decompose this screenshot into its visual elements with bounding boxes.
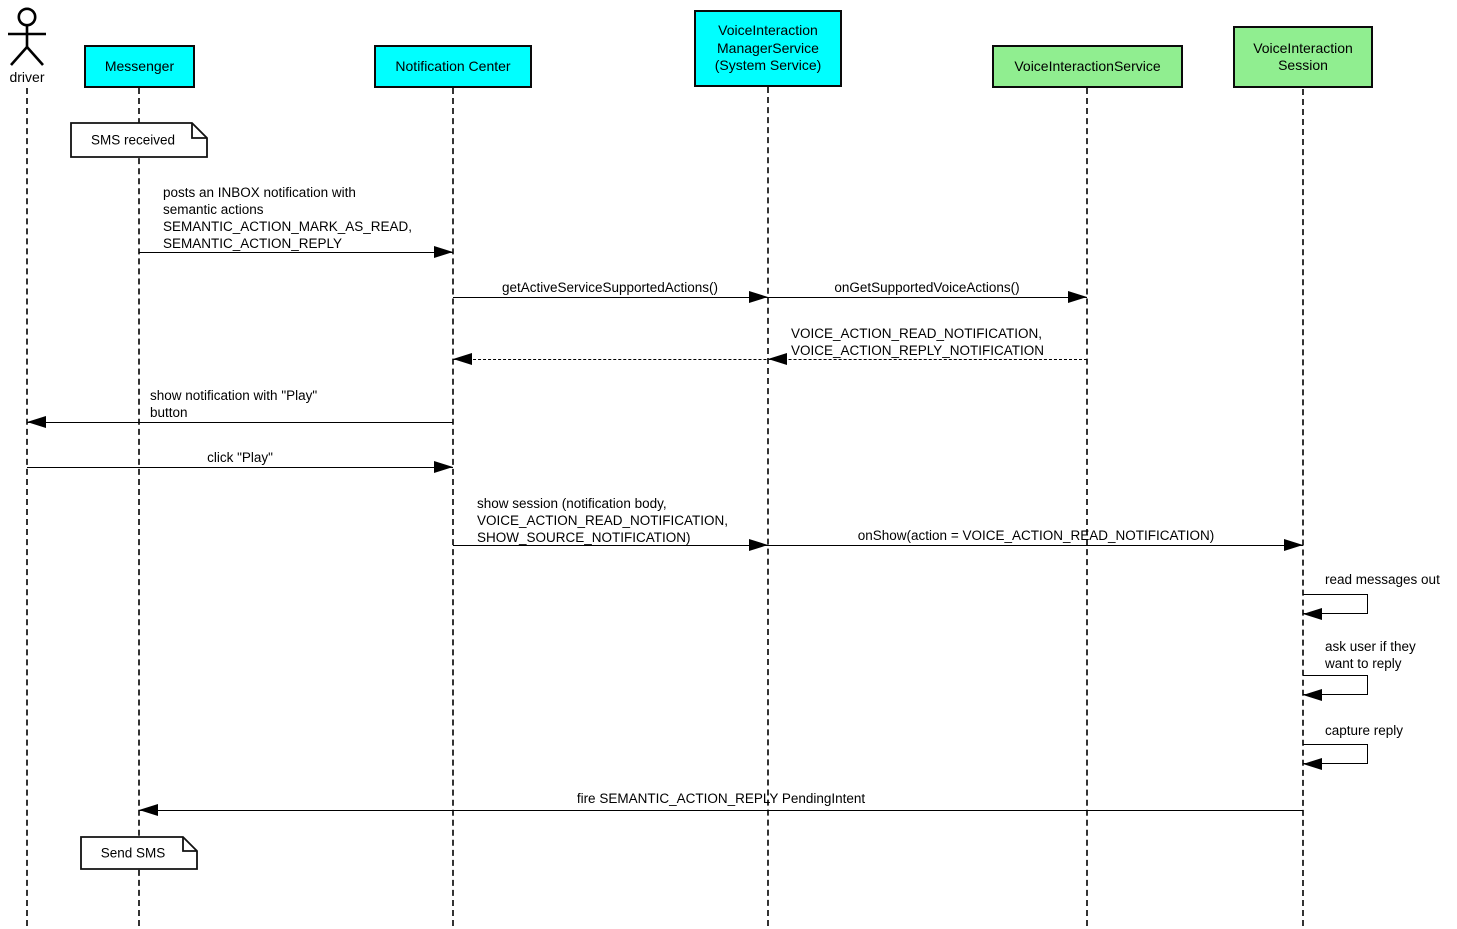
arrowhead-icon [1284, 539, 1303, 551]
message-label-show-session: show session (notification body, VOICE_A… [477, 496, 729, 545]
message-arrow-fire-semantic-action-reply [139, 810, 1303, 811]
arrowhead-icon [453, 353, 472, 365]
message-arrow-show-notification [27, 422, 453, 423]
note-sms-received: SMS received [70, 122, 208, 158]
participant-voice-interaction-session: VoiceInteraction Session [1233, 26, 1373, 88]
arrowhead-icon [434, 246, 453, 258]
message-arrow-on-show [768, 545, 1303, 546]
arrowhead-icon [434, 461, 453, 473]
message-label-capture-reply: capture reply [1325, 723, 1404, 738]
message-label-fire-semantic-action-reply: fire SEMANTIC_ACTION_REPLY PendingIntent [576, 791, 866, 806]
message-label-posts-inbox-notification: posts an INBOX notification with semanti… [163, 185, 413, 251]
lifeline-voice-interaction-service [1086, 88, 1088, 926]
message-arrow-get-active-service-supported-actions [453, 297, 768, 298]
message-label-on-show: onShow(action = VOICE_ACTION_READ_NOTIFI… [857, 528, 1215, 543]
message-label-ask-user-to-reply: ask user if they want to reply [1325, 639, 1416, 671]
participant-notification-center: Notification Center [374, 45, 532, 88]
participant-voice-interaction-service: VoiceInteractionService [992, 45, 1183, 88]
message-arrow-click-play [27, 467, 453, 468]
message-label-voice-actions-return: VOICE_ACTION_READ_NOTIFICATION, VOICE_AC… [791, 326, 1045, 358]
self-message-arrow-capture-reply [1303, 744, 1368, 764]
note-send-sms: Send SMS [80, 836, 198, 870]
note-text: Send SMS [100, 845, 166, 861]
message-arrow-on-get-supported-voice-actions [768, 297, 1087, 298]
actor-label-driver: driver [9, 69, 45, 85]
actor-icon [8, 7, 46, 66]
arrowhead-icon [749, 539, 768, 551]
lifeline-messenger [138, 88, 140, 926]
arrowhead-icon [1303, 758, 1322, 770]
arrowhead-icon [27, 416, 46, 428]
message-label-on-get-supported-voice-actions: onGetSupportedVoiceActions() [834, 280, 1020, 295]
self-message-arrow-ask-user-to-reply [1303, 675, 1368, 695]
lifeline-notification-center [452, 88, 454, 926]
arrowhead-icon [1303, 608, 1322, 620]
participant-messenger: Messenger [84, 45, 195, 88]
lifeline-voice-interaction-session [1302, 89, 1304, 926]
note-text: SMS received [90, 132, 176, 148]
arrowhead-icon [139, 804, 158, 816]
message-label-get-active-service-supported-actions: getActiveServiceSupportedActions() [501, 280, 719, 295]
lifeline-voice-interaction-manager-service [767, 87, 769, 926]
arrowhead-icon [1303, 689, 1322, 701]
arrowhead-icon [768, 353, 787, 365]
message-label-read-messages-out: read messages out [1325, 572, 1440, 587]
message-arrow-show-session [453, 545, 768, 546]
message-label-click-play: click "Play" [207, 450, 273, 465]
arrowhead-icon [1068, 291, 1087, 303]
message-arrow-posts-inbox-notification [139, 252, 453, 253]
self-message-arrow-read-messages-out [1303, 594, 1368, 614]
lifeline-driver [26, 88, 28, 926]
arrowhead-icon [749, 291, 768, 303]
participant-voice-interaction-manager-service: VoiceInteraction ManagerService (System … [694, 10, 842, 87]
message-label-show-notification: show notification with "Play" button [150, 388, 318, 420]
